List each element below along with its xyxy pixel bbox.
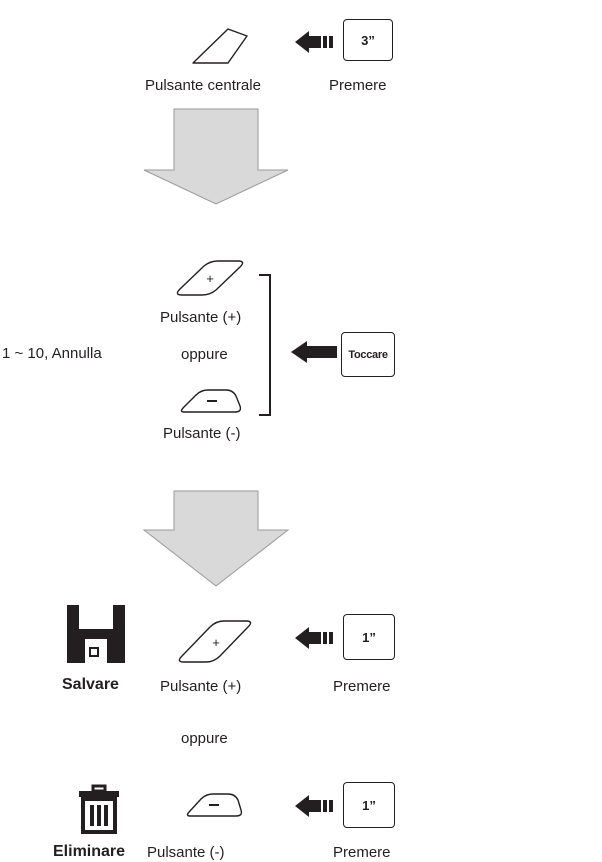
- range-label: 1 ~ 10, Annulla: [2, 345, 102, 362]
- minus-button-label: Pulsante (-): [147, 844, 225, 861]
- center-button-label: Pulsante centrale: [145, 77, 261, 94]
- save-icon: [67, 605, 125, 663]
- plus-button-icon: +: [176, 260, 244, 296]
- plus-button-label: Pulsante (+): [160, 309, 242, 326]
- minus-button-icon: [180, 389, 242, 413]
- save-label: Salvare: [62, 676, 119, 693]
- press-label: Premere: [333, 678, 391, 695]
- touch-arrow-icon: [291, 341, 337, 363]
- press-arrow-icon: [295, 795, 333, 817]
- hold-3s-key: 3”: [343, 19, 393, 61]
- touch-key: Toccare: [341, 332, 395, 377]
- flow-down-arrow-icon: [142, 490, 290, 587]
- svg-text:+: +: [212, 635, 220, 650]
- or-label: oppure: [181, 346, 228, 363]
- plus-button-icon: +: [178, 620, 252, 663]
- bracket: [259, 274, 271, 416]
- press-label: Premere: [329, 77, 387, 94]
- plus-button-label: Pulsante (+): [160, 678, 242, 695]
- press-arrow-icon: [295, 627, 333, 649]
- hold-1s-key: 1”: [343, 614, 395, 660]
- flow-down-arrow-icon: [143, 108, 289, 205]
- minus-button-label: Pulsante (-): [163, 425, 241, 442]
- trash-icon: [79, 784, 119, 834]
- center-button-icon: [192, 28, 248, 64]
- hold-1s-key: 1”: [343, 782, 395, 828]
- delete-label: Eliminare: [53, 843, 126, 860]
- press-label: Premere: [333, 844, 391, 861]
- svg-text:+: +: [206, 271, 214, 286]
- press-arrow-icon: [295, 31, 333, 53]
- minus-button-icon: [186, 793, 243, 817]
- or-label: oppure: [181, 730, 228, 747]
